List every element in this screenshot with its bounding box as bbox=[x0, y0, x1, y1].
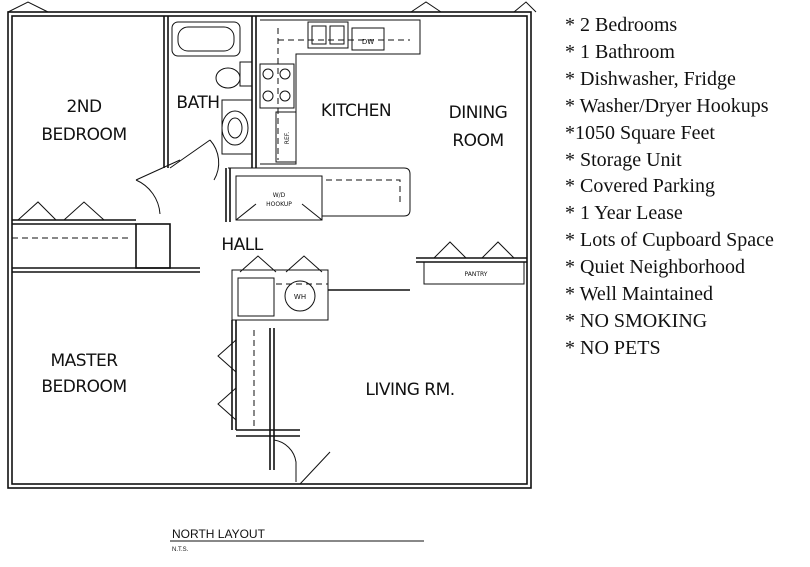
title-block: NORTH LAYOUT N.T.S. bbox=[170, 527, 424, 553]
feature-item: * Quiet Neighborhood bbox=[565, 256, 745, 279]
master-bedroom-walls bbox=[217, 320, 331, 485]
feature-item: *1050 Square Feet bbox=[565, 121, 715, 144]
hall-label: HALL bbox=[221, 235, 263, 255]
dining-room-label: DINING bbox=[449, 103, 508, 123]
second-bedroom-label: 2ND bbox=[66, 97, 102, 117]
feature-item: * Washer/Dryer Hookups bbox=[565, 94, 769, 117]
feature-item: * NO SMOKING bbox=[565, 309, 708, 332]
washer-dryer-label: W/D bbox=[273, 192, 286, 199]
layout-title: NORTH LAYOUT bbox=[172, 527, 266, 541]
dishwasher-label: DW bbox=[362, 38, 374, 46]
master-bedroom-label: MASTER bbox=[50, 351, 118, 371]
feature-item: * Well Maintained bbox=[565, 283, 713, 306]
layout-scale-note: N.T.S. bbox=[172, 547, 189, 553]
feature-item: * Covered Parking bbox=[565, 175, 715, 198]
water-heater-label: WH bbox=[294, 293, 306, 301]
kitchen-label: KITCHEN bbox=[321, 101, 391, 121]
bath-label: BATH bbox=[176, 93, 219, 113]
feature-item: * Lots of Cupboard Space bbox=[565, 229, 774, 252]
feature-item: * Storage Unit bbox=[565, 148, 682, 171]
refrigerator-label: REF. bbox=[284, 132, 291, 144]
outer-walls bbox=[7, 1, 537, 489]
second-bedroom-label: BEDROOM bbox=[41, 125, 126, 145]
feature-item: * 1 Year Lease bbox=[565, 202, 683, 225]
hall-closets bbox=[12, 159, 410, 321]
pantry bbox=[416, 241, 527, 285]
kitchen-counters bbox=[259, 19, 421, 165]
feature-item: * Dishwasher, Fridge bbox=[565, 67, 736, 90]
second-bedroom-walls bbox=[12, 16, 171, 269]
living-room-label: LIVING RM. bbox=[365, 380, 454, 400]
feature-item: * 2 Bedrooms bbox=[565, 14, 678, 36]
feature-item: * NO PETS bbox=[565, 336, 661, 359]
feature-item: * 1 Bathroom bbox=[565, 40, 675, 63]
dining-room-label: ROOM bbox=[452, 131, 503, 151]
room-labels: 2ND BEDROOM BATH KITCHEN DINING ROOM HAL… bbox=[41, 93, 507, 400]
features-list: * 2 Bedrooms * 1 Bathroom * Dishwasher, … bbox=[565, 12, 774, 362]
fixture-labels: DW REF. W/D HOOKUP WH PANTRY bbox=[266, 38, 488, 301]
bath-fixtures bbox=[169, 16, 257, 181]
pantry-label: PANTRY bbox=[465, 271, 488, 278]
kitchen-peninsula bbox=[225, 167, 411, 222]
floor-plan: 2ND BEDROOM BATH KITCHEN DINING ROOM HAL… bbox=[7, 1, 537, 553]
washer-dryer-label: HOOKUP bbox=[266, 201, 292, 208]
master-bedroom-label: BEDROOM bbox=[41, 377, 126, 397]
